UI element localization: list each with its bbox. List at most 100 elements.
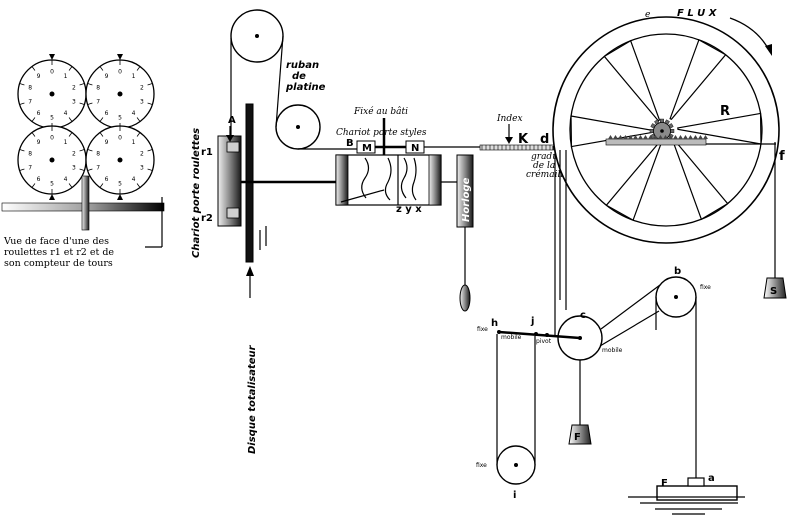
label-F-vessel: F	[661, 478, 668, 489]
fixe-h-label: fixe	[477, 326, 488, 333]
dial-number: 1	[64, 73, 68, 80]
chariot-styles-label: Chariot porte styles	[336, 128, 427, 138]
dial-number: 0	[50, 69, 54, 76]
roulette-r2	[226, 207, 240, 219]
weight-S	[763, 277, 787, 299]
ribbon-mid	[275, 35, 284, 128]
dial-number: 2	[72, 150, 76, 157]
dial-number: 0	[118, 69, 122, 76]
dial-number: 3	[140, 99, 144, 106]
label-zyx: z y x	[396, 204, 422, 215]
label-R: R	[720, 104, 730, 119]
dial-number: 4	[64, 176, 68, 183]
dial-number: 8	[28, 84, 32, 91]
dial-number: 2	[140, 150, 144, 157]
label-a: a	[708, 473, 715, 484]
fixe-bati-label: Fixé au bâti	[353, 106, 408, 117]
dial-bottom-right: 0 12 34 5 67 89	[85, 125, 155, 200]
mobile-c-label: mobile	[602, 347, 623, 354]
ribbon-label-3: platine	[285, 82, 326, 93]
label-e: e	[645, 10, 650, 20]
float-a	[687, 477, 705, 487]
pinion-gear	[605, 118, 776, 146]
mobile-label: mobile	[501, 334, 522, 341]
label-f: f	[779, 149, 785, 164]
ribbon-label-1: ruban	[286, 60, 319, 71]
label-c: c	[580, 310, 586, 321]
label-S: S	[770, 286, 777, 297]
caption-line-2: roulettes r1 et r2 et de	[4, 247, 114, 258]
dial-number: 0	[118, 135, 122, 142]
label-r2: r2	[201, 213, 213, 224]
label-b: b	[674, 266, 681, 277]
label-r1: r1	[201, 147, 213, 158]
fixe-b-label: fixe	[700, 284, 711, 291]
ribbon-label-2: de	[292, 71, 306, 82]
dial-vertical-shaft	[81, 175, 90, 231]
dial-bottom-left: 0 12 34 5 67 89	[17, 125, 87, 200]
weight-F	[568, 424, 592, 445]
dial-number: 7	[28, 99, 32, 106]
dial-number: 4	[132, 110, 136, 117]
dial-number: 3	[72, 165, 76, 172]
dial-number: 7	[96, 99, 100, 106]
dial-number: 0	[50, 135, 54, 142]
pendulum-bob	[459, 284, 471, 312]
pivot-label: pivot	[536, 338, 552, 345]
wheel-spoke	[603, 39, 661, 122]
flux-label: F L U X	[677, 8, 718, 19]
water-lines	[628, 496, 745, 515]
graduations-label-2: de la	[533, 161, 555, 171]
horloge-label: Horloge	[461, 177, 472, 222]
dial-number: 5	[50, 115, 54, 122]
dial-number: 1	[64, 139, 68, 146]
label-M: M	[362, 143, 372, 154]
dial-number: 6	[37, 176, 41, 183]
index-label: Index	[496, 114, 523, 124]
dial-number: 8	[28, 150, 32, 157]
dial-number: 4	[132, 176, 136, 183]
label-K: K	[518, 132, 529, 147]
dial-number: 6	[105, 176, 109, 183]
dial-top-right: 0 12 34 5 67 89	[85, 54, 155, 129]
dial-number: 9	[105, 73, 109, 80]
dial-number: 1	[132, 139, 136, 146]
dial-number: 3	[72, 99, 76, 106]
dial-number: 8	[96, 84, 100, 91]
chariot-roulettes-label: Chariot porte roulettes	[191, 128, 202, 258]
dial-number: 9	[105, 139, 109, 146]
dial-number: 4	[64, 110, 68, 117]
dial-number: 7	[28, 165, 32, 172]
label-j: j	[530, 316, 534, 327]
dial-number: 9	[37, 139, 41, 146]
label-B: B	[346, 138, 354, 149]
dial-number: 6	[37, 110, 41, 117]
caption-line-1: Vue de face d'une des	[3, 236, 109, 247]
float-vessel-F	[656, 485, 738, 501]
label-A: A	[228, 115, 236, 126]
dial-number: 3	[140, 165, 144, 172]
dial-number: 2	[140, 84, 144, 91]
dial-number: 5	[50, 181, 54, 188]
recording-drum	[335, 154, 442, 206]
lever	[498, 330, 581, 340]
cord-c-b	[600, 284, 661, 330]
label-N: N	[411, 143, 419, 154]
dial-number: 6	[105, 110, 109, 117]
dial-number: 8	[96, 150, 100, 157]
dial-number: 5	[118, 115, 122, 122]
fixe-i-label: fixe	[476, 462, 487, 469]
label-F-weight: F	[574, 432, 581, 443]
label-d: d	[540, 132, 549, 147]
label-h: h	[491, 318, 498, 329]
disque-totalisateur-label: Disque totalisateur	[247, 344, 258, 454]
dial-number: 7	[96, 165, 100, 172]
dial-number: 9	[37, 73, 41, 80]
roulette-r1	[226, 141, 240, 153]
dial-number: 1	[132, 73, 136, 80]
wheel-spoke	[669, 38, 727, 121]
dial-number: 5	[118, 181, 122, 188]
